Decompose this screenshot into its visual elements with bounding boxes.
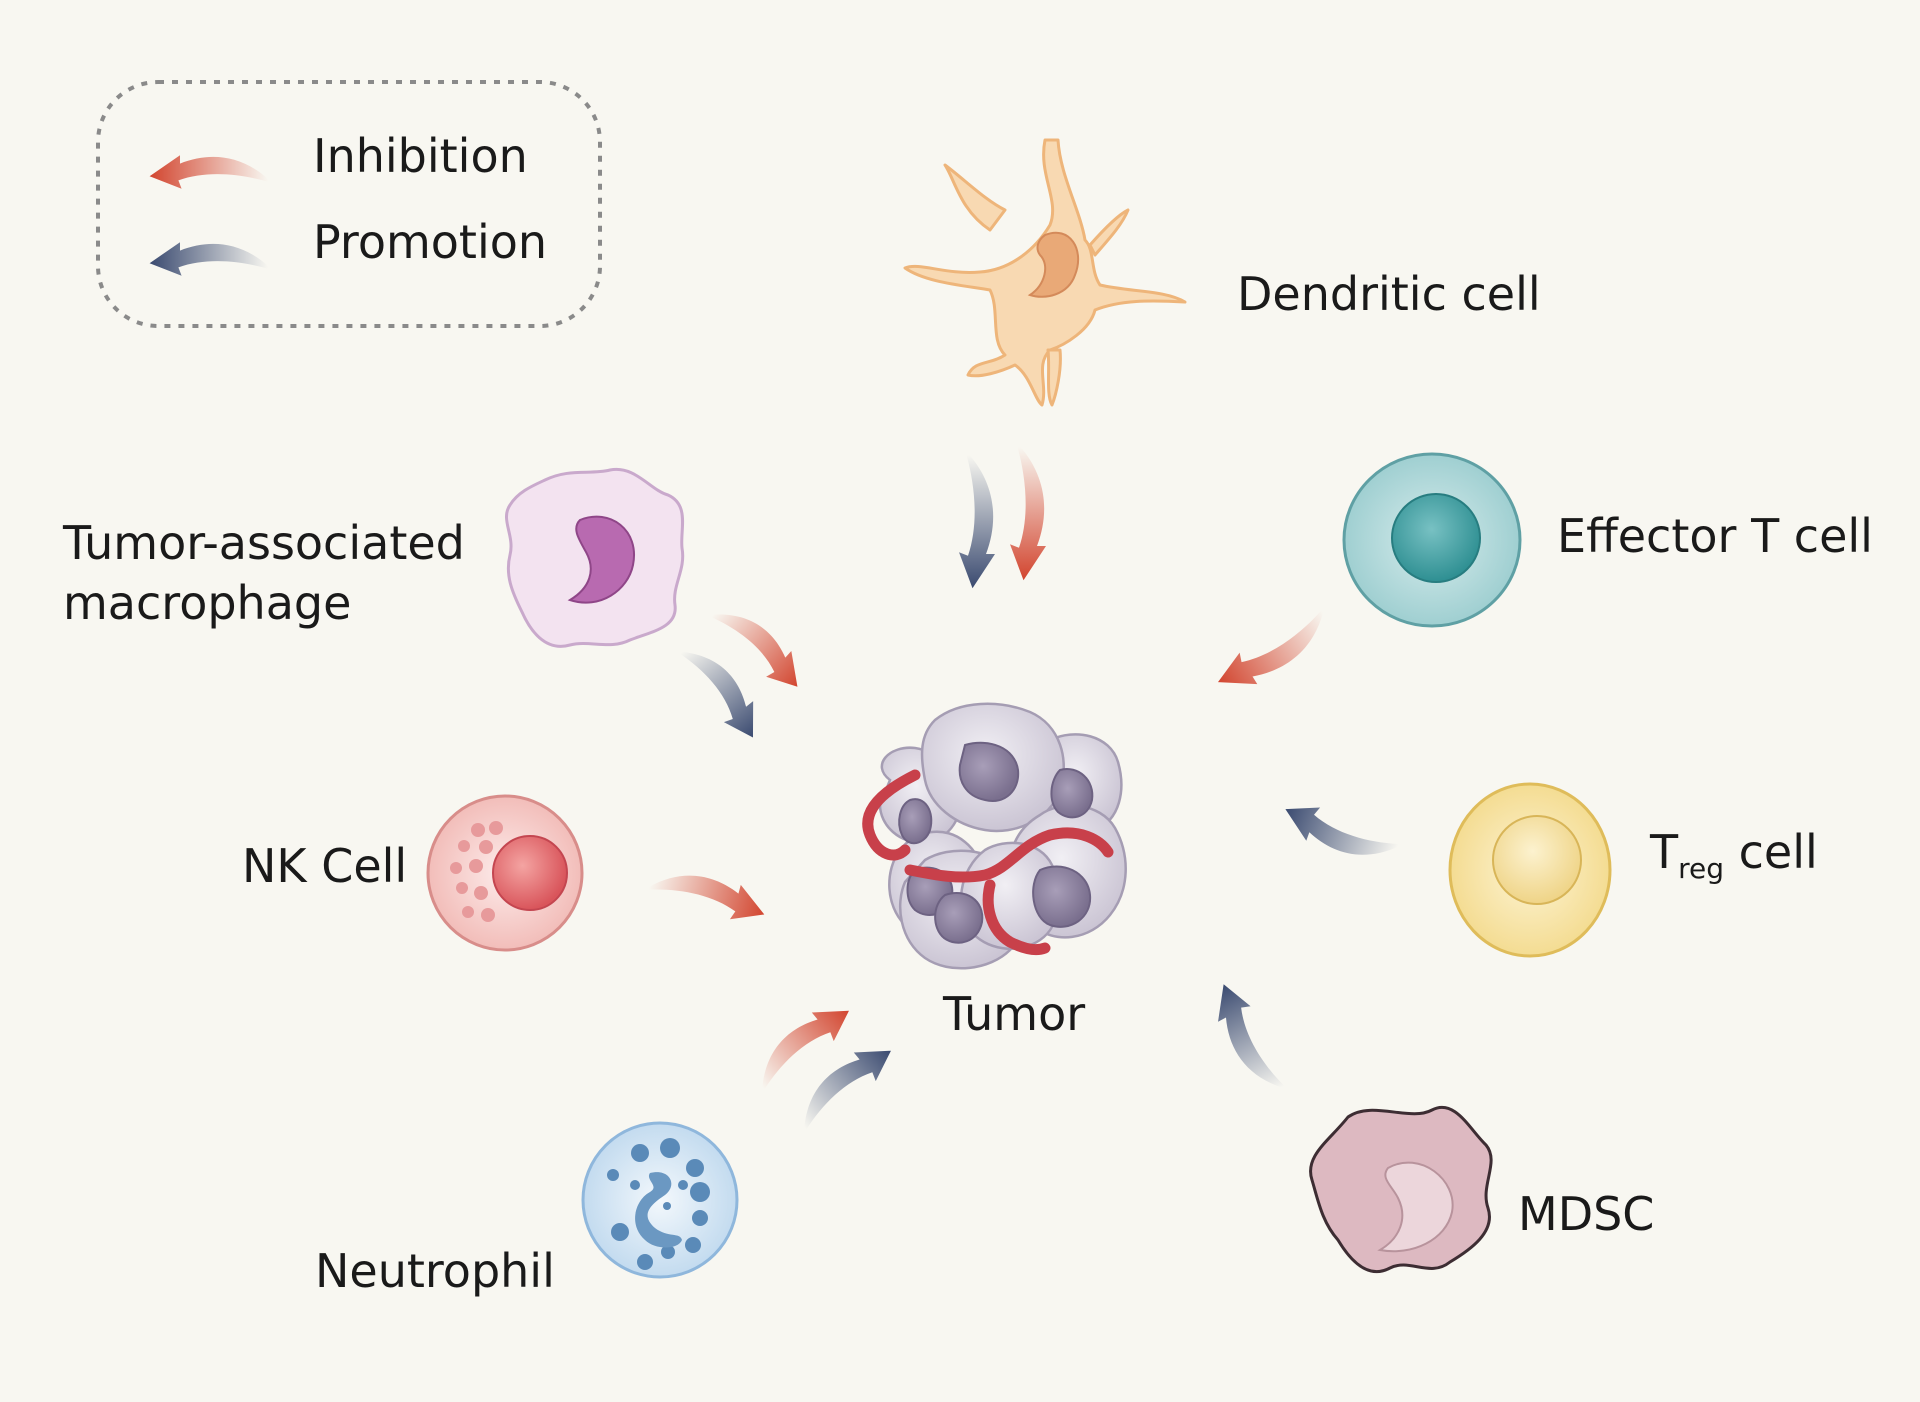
nk-cell-label: NK Cell xyxy=(242,839,408,893)
arrow-effector-inhibition xyxy=(1210,604,1337,702)
arrow-dendritic-promotion xyxy=(959,455,995,589)
macrophage-icon xyxy=(504,467,685,648)
treg-label-main: T xyxy=(1650,825,1679,879)
legend-promotion-arrow-icon xyxy=(149,242,268,276)
effector-t-cell-icon xyxy=(1342,452,1522,628)
neutrophil-icon xyxy=(581,1121,739,1279)
tumor-icon xyxy=(862,702,1127,970)
dendritic-cell-label: Dendritic cell xyxy=(1237,267,1541,321)
mdsc-icon xyxy=(1309,1106,1493,1274)
mdsc-label: MDSC xyxy=(1518,1187,1655,1241)
neutrophil-label: Neutrophil xyxy=(315,1244,555,1298)
arrow-neutrophil-promotion xyxy=(788,1033,900,1136)
tumor-label: Tumor xyxy=(943,987,1086,1041)
arrow-dendritic-inhibition xyxy=(1010,447,1046,581)
dendritic-cell-icon xyxy=(903,138,1187,407)
legend-inhibition-label: Inhibition xyxy=(313,129,528,183)
nk-cell-icon xyxy=(426,794,584,952)
macrophage-label-line1: Tumor-associated xyxy=(63,516,465,570)
arrow-nk-inhibition xyxy=(646,862,771,928)
arrow-mdsc-promotion xyxy=(1203,977,1292,1100)
treg-cell-label: Treg cell xyxy=(1650,824,1818,886)
treg-label-sub: reg xyxy=(1678,852,1725,886)
legend-promotion-label: Promotion xyxy=(313,215,548,269)
effector-t-cell-label: Effector T cell xyxy=(1557,509,1873,563)
arrow-macrophage-promotion xyxy=(673,636,771,746)
treg-cell-icon xyxy=(1448,782,1612,958)
arrow-treg-promotion xyxy=(1277,796,1402,871)
macrophage-label-line2: macrophage xyxy=(63,576,352,630)
legend-inhibition-arrow-icon xyxy=(149,155,268,189)
treg-label-tail: cell xyxy=(1724,825,1818,879)
legend-box xyxy=(96,80,602,328)
